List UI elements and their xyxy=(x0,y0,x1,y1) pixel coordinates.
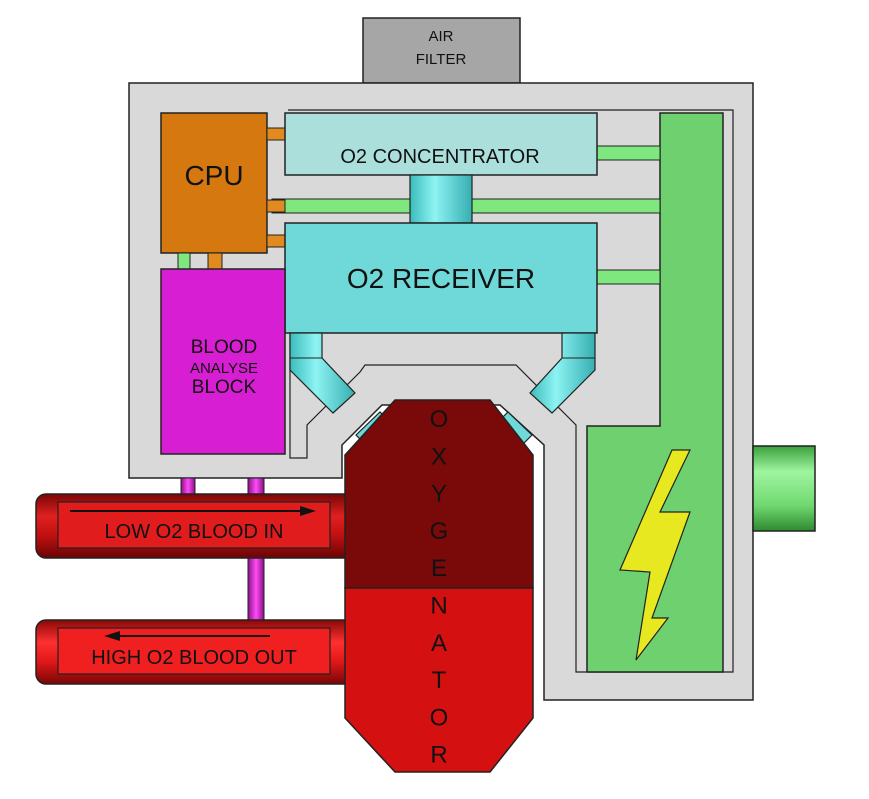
oxygenator-letter: X xyxy=(431,443,447,470)
oxygenator-letter: E xyxy=(431,555,447,582)
lightning-bolt-icon xyxy=(619,449,691,661)
cpu-label: CPU xyxy=(184,160,243,191)
cpu-block: CPU xyxy=(160,112,286,270)
low-o2-blood-in-pipe: LOW O2 BLOOD IN xyxy=(35,493,359,559)
air-filter-label-line1: AIR xyxy=(428,28,453,45)
oxygenator-letter: R xyxy=(430,742,447,769)
blood-sensor-rods xyxy=(180,477,265,623)
low-o2-blood-in-label: LOW O2 BLOOD IN xyxy=(105,521,284,543)
blood-analyse-label-line1: BLOOD xyxy=(191,337,258,358)
blood-analyse-label-line3: BLOCK xyxy=(192,377,257,398)
o2-receiver: O2 RECEIVER xyxy=(284,222,598,334)
air-filter-label-line2: FILTER xyxy=(416,51,467,68)
o2-concentrator-label: O2 CONCENTRATOR xyxy=(340,146,539,168)
oxygenator-letter: A xyxy=(431,630,447,657)
o2-concentrator: O2 CONCENTRATOR xyxy=(284,112,598,176)
o2-receiver-label: O2 RECEIVER xyxy=(347,263,535,294)
high-o2-blood-out-pipe: HIGH O2 BLOOD OUT xyxy=(35,619,359,685)
oxygenator-letter: N xyxy=(430,593,447,620)
air-outlet-connector xyxy=(752,445,816,532)
concentrator-receiver-pipe xyxy=(409,174,473,224)
blood-analyse-block: BLOOD ANALYSE BLOCK xyxy=(160,268,286,455)
arrow-right-icon xyxy=(70,506,316,516)
arrow-left-icon xyxy=(104,631,270,641)
oxygenator-letter: G xyxy=(430,518,449,545)
oxygenator-letter: O xyxy=(430,406,449,433)
high-o2-blood-out-label: HIGH O2 BLOOD OUT xyxy=(91,647,297,669)
oxygenator-letter: Y xyxy=(431,481,447,508)
blood-analyse-label-line2: ANALYSE xyxy=(190,360,258,377)
battery-panel xyxy=(586,112,724,673)
oxygenator-letter: O xyxy=(430,704,449,731)
housing-inner-recess xyxy=(288,109,734,673)
air-filter: AIR FILTER xyxy=(362,17,521,84)
oxygenator-letter: T xyxy=(432,667,447,694)
